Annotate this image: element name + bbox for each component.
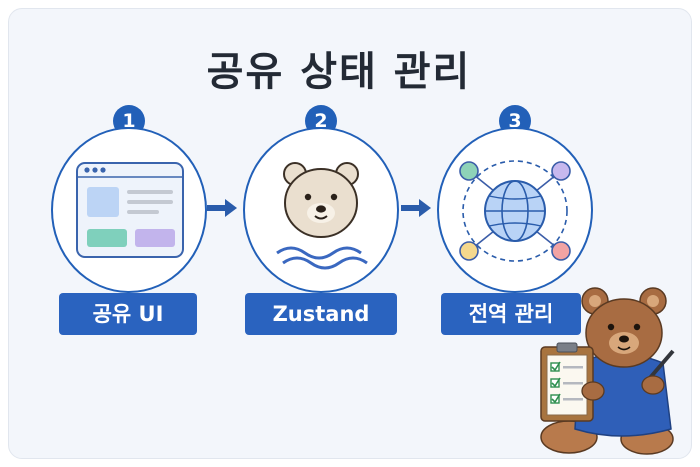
network-globe-icon	[459, 160, 571, 262]
step-1-label: 공유 UI	[59, 293, 197, 335]
step-2-label: Zustand	[245, 293, 397, 335]
bear-face-icon	[276, 162, 368, 270]
diagram-frame: 공유 상태 관리 1 공유 UI 2	[8, 8, 692, 459]
step-2-circle	[243, 127, 399, 293]
diagram-title: 공유 상태 관리	[206, 49, 472, 95]
step-1-circle	[51, 127, 207, 293]
step-1: 1 공유 UI	[51, 105, 207, 345]
step-3-label: 전역 관리	[441, 293, 581, 335]
arrow-right-icon	[207, 199, 237, 217]
step-3-circle	[437, 127, 593, 293]
arrow-right-icon	[401, 199, 431, 217]
bear-with-clipboard-icon	[540, 287, 675, 455]
browser-window-icon	[76, 162, 184, 258]
step-3: 3 전역 관리	[437, 105, 593, 345]
step-2: 2 Zustand	[243, 105, 399, 345]
